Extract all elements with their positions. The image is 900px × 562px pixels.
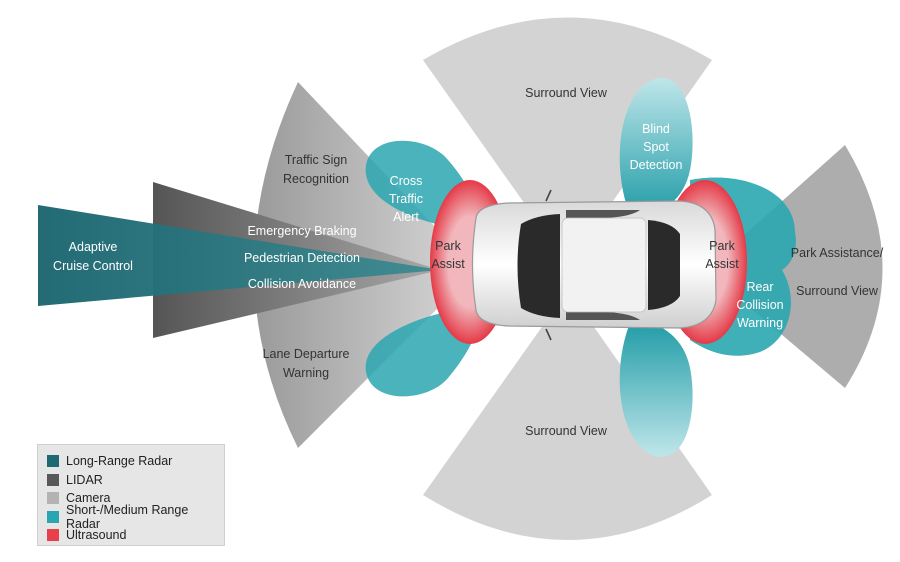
legend-item-long-range-radar: Long-Range Radar bbox=[47, 452, 224, 471]
legend-label: Short-/Medium Range Radar bbox=[66, 502, 189, 531]
emergency-braking-label: Emergency Braking bbox=[247, 224, 356, 238]
legend-label: Long-Range Radar bbox=[66, 454, 173, 469]
park-assistance-label-line1: Park Assistance/ bbox=[791, 246, 884, 260]
collision-avoidance-label: Collision Avoidance bbox=[248, 277, 356, 291]
car-illustration bbox=[471, 189, 717, 341]
surround-view-top-zone bbox=[423, 17, 712, 265]
legend-item-short-medium-radar: Short-/Medium Range Radar bbox=[47, 503, 224, 531]
park-assist-front-label-line1: Park bbox=[435, 239, 461, 253]
pedestrian-detection-label: Pedestrian Detection bbox=[244, 251, 360, 265]
park-assist-front-label-line2: Assist bbox=[431, 257, 465, 271]
legend-item-lidar: LIDAR bbox=[47, 471, 224, 490]
cross-traffic-label-line1: Cross bbox=[390, 174, 423, 188]
legend-swatch bbox=[47, 473, 59, 486]
rear-collision-label-line3: Warning bbox=[737, 316, 783, 330]
legend-swatch bbox=[47, 510, 59, 523]
adaptive-cruise-label-line2: Cruise Control bbox=[53, 259, 133, 273]
blind-spot-label-line3: Detection bbox=[630, 158, 683, 172]
traffic-sign-label-line2: Recognition bbox=[283, 172, 349, 186]
surround-view-top-label: Surround View bbox=[525, 86, 608, 100]
surround-view-bottom-zone bbox=[423, 290, 712, 540]
surround-view-bottom-label: Surround View bbox=[525, 424, 608, 438]
legend-swatch bbox=[47, 455, 59, 468]
legend-swatch bbox=[47, 492, 59, 505]
blind-spot-radar-bottom bbox=[619, 318, 693, 457]
traffic-sign-label-line1: Traffic Sign bbox=[285, 153, 348, 167]
rear-collision-label-line2: Collision bbox=[736, 298, 783, 312]
adaptive-cruise-label-line1: Adaptive bbox=[69, 240, 118, 254]
legend-swatch bbox=[47, 529, 59, 542]
lane-departure-label-line2: Warning bbox=[283, 366, 329, 380]
legend-label: LIDAR bbox=[66, 472, 103, 487]
park-assistance-label-line2: Surround View bbox=[796, 284, 879, 298]
cross-traffic-label-line2: Traffic bbox=[389, 192, 423, 206]
blind-spot-label-line1: Blind bbox=[642, 122, 670, 136]
legend-label: Ultrasound bbox=[66, 528, 127, 543]
legend-item-ultrasound: Ultrasound bbox=[47, 526, 224, 545]
blind-spot-radar-top bbox=[619, 78, 693, 220]
long-range-radar-zone bbox=[38, 205, 440, 306]
park-assist-rear-label-line1: Park bbox=[709, 239, 735, 253]
blind-spot-label-line2: Spot bbox=[643, 140, 669, 154]
rear-camera-zone bbox=[705, 145, 883, 388]
legend: Long-Range Radar LIDAR Camera Short-/Med… bbox=[37, 444, 225, 546]
lane-departure-label-line1: Lane Departure bbox=[263, 347, 350, 361]
park-assist-rear-label-line2: Assist bbox=[705, 257, 739, 271]
legend-item-camera: Camera bbox=[47, 489, 224, 508]
cross-traffic-label-line3: Alert bbox=[393, 210, 419, 224]
rear-collision-label-line1: Rear bbox=[746, 280, 773, 294]
legend-label: Camera bbox=[66, 491, 111, 506]
